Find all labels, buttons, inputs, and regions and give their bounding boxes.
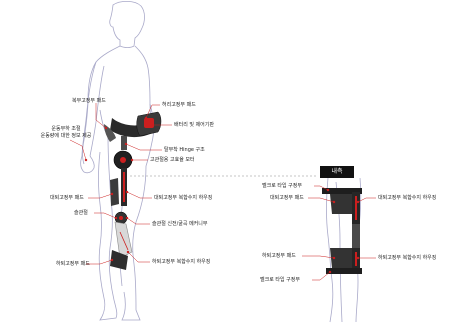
inset-thigh-pad — [330, 194, 352, 214]
label-hip-motor: 고관절용 고효율 모터 — [150, 157, 195, 163]
label-inset-velcro-top: 벨크로 타입 구정부 — [262, 183, 302, 189]
label-thigh-pad: 대퇴고정부 패드 — [50, 195, 84, 201]
label-knee-mech: 슬관절 신전/굴곡 메커니부 — [152, 221, 207, 227]
label-thigh-housing: 대퇴고정부 복합수지 하우징 — [154, 195, 212, 201]
label-inset-thigh-pad: 대퇴고정부 패드 — [270, 195, 304, 201]
label-shank-pad: 하퇴고정부 패드 — [56, 261, 90, 267]
label-inset-shank-pad: 하퇴고정부 패드 — [262, 253, 296, 259]
inset-device — [322, 188, 362, 274]
label-info-line1: 운동부하 조절 — [36, 126, 96, 132]
inset-velcro-bottom — [326, 268, 362, 274]
label-inset-velcro-bottom: 벨크로 타입 구정부 — [260, 277, 300, 283]
label-info-line2: 운동량에 대한 정보 제공 — [28, 133, 104, 139]
thigh-pad — [110, 178, 119, 206]
label-back-pad: 복부고정부 패드 — [72, 98, 106, 104]
label-battery: 배터리 및 제어기판 — [174, 122, 214, 128]
label-shank-housing: 하퇴고정부 복합수지 하우징 — [152, 259, 210, 265]
label-inset-shank-housing: 하퇴고정부 복합수지 하우징 — [378, 255, 436, 261]
inset-title-box: 내측 — [320, 166, 354, 178]
label-knee: 슬관절 — [74, 210, 88, 216]
label-hinge: 탈부착 Hinge 구조 — [164, 147, 205, 153]
label-waist-pad: 허리고정부 패드 — [162, 102, 196, 108]
label-inset-thigh-housing: 대퇴고정부 복합수지 하우징 — [378, 195, 436, 201]
